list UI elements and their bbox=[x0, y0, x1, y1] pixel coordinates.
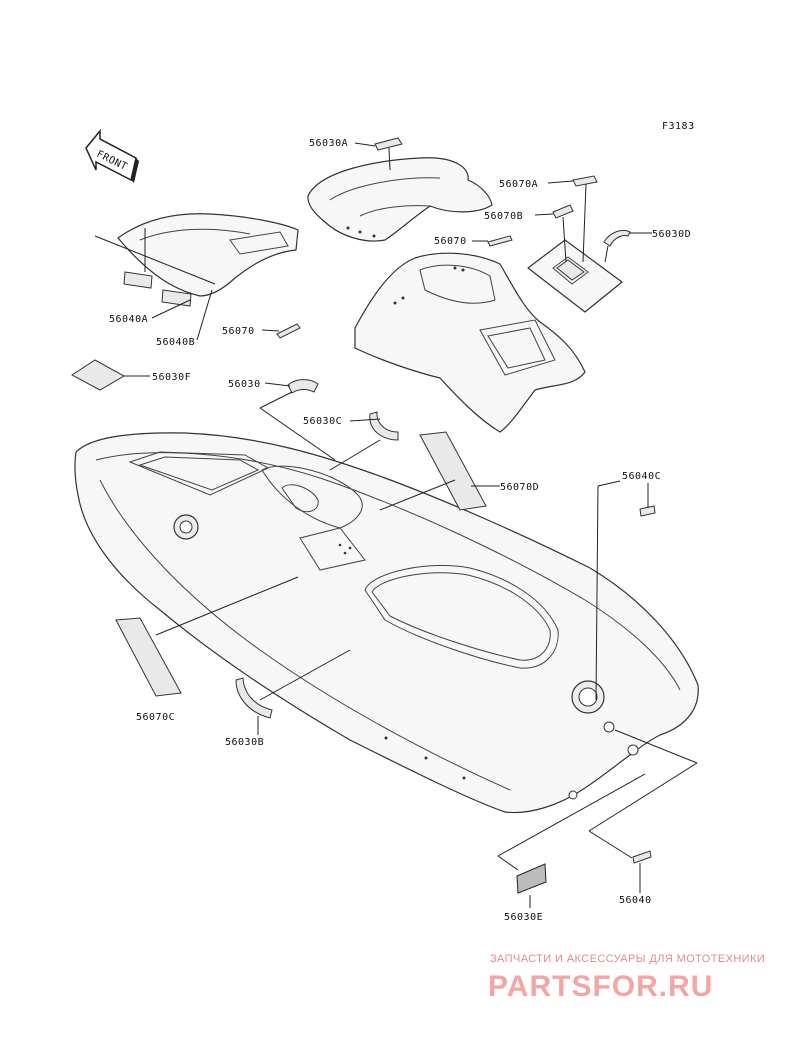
watermark: ЗАПЧАСТИ И АКСЕССУАРЫ ДЛЯ МОТОТЕХНИКИ PA… bbox=[488, 953, 765, 1003]
part-label: 56040C bbox=[622, 471, 661, 482]
handlebar-cover bbox=[307, 157, 493, 242]
decal-56070b bbox=[552, 204, 574, 219]
part-label: 56040A bbox=[109, 314, 148, 325]
decal-56070c bbox=[115, 617, 182, 697]
part-label: 56040B bbox=[156, 337, 195, 348]
decals bbox=[71, 137, 656, 894]
decal-56030a bbox=[374, 137, 403, 151]
decal-56030c bbox=[369, 411, 399, 441]
decal-56030 bbox=[287, 379, 319, 394]
decal-56030f bbox=[71, 359, 126, 391]
part-label: 56040 bbox=[619, 895, 652, 906]
part-label: 56070 bbox=[222, 326, 255, 337]
part-label: 56030D bbox=[652, 229, 691, 240]
deck-shroud bbox=[354, 252, 586, 433]
decal-56070-upper bbox=[487, 235, 513, 247]
front-arrow-icon: FRONT bbox=[85, 128, 139, 183]
watermark-logo: PARTSFOR.RU bbox=[488, 970, 713, 1003]
decal-56070a bbox=[572, 175, 598, 187]
decal-56040a bbox=[123, 271, 153, 289]
part-label: 56030A bbox=[309, 138, 348, 149]
decal-56040b bbox=[161, 289, 192, 307]
decal-56030d bbox=[603, 229, 631, 247]
part-label: 56030F bbox=[152, 372, 191, 383]
part-label: 56070D bbox=[500, 482, 539, 493]
decal-56040 bbox=[632, 850, 652, 864]
watermark-tagline: ЗАПЧАСТИ И АКСЕССУАРЫ ДЛЯ МОТОТЕХНИКИ bbox=[490, 953, 765, 965]
part-label: 56030C bbox=[303, 416, 342, 427]
decal-56040c bbox=[639, 505, 656, 517]
part-label: 56070 bbox=[434, 236, 467, 247]
part-label: 56030E bbox=[504, 912, 543, 923]
decal-56070-lower bbox=[276, 323, 301, 339]
console-plate bbox=[527, 239, 623, 313]
part-label: 56070B bbox=[484, 211, 523, 222]
part-label: 56030B bbox=[225, 737, 264, 748]
decal-56030b bbox=[235, 677, 273, 719]
part-labels: 56030A 56070A 56070B 56030D 56070 56040A… bbox=[109, 138, 691, 923]
part-label: 56030 bbox=[228, 379, 261, 390]
leader-lines bbox=[94, 142, 698, 908]
decal-56070d bbox=[419, 431, 487, 511]
hull bbox=[74, 432, 699, 814]
part-label: 56070A bbox=[499, 179, 538, 190]
storage-lid bbox=[117, 213, 299, 297]
decal-56030e bbox=[516, 863, 547, 894]
part-label: 56070C bbox=[136, 712, 175, 723]
figure-id: F3183 bbox=[662, 121, 695, 132]
